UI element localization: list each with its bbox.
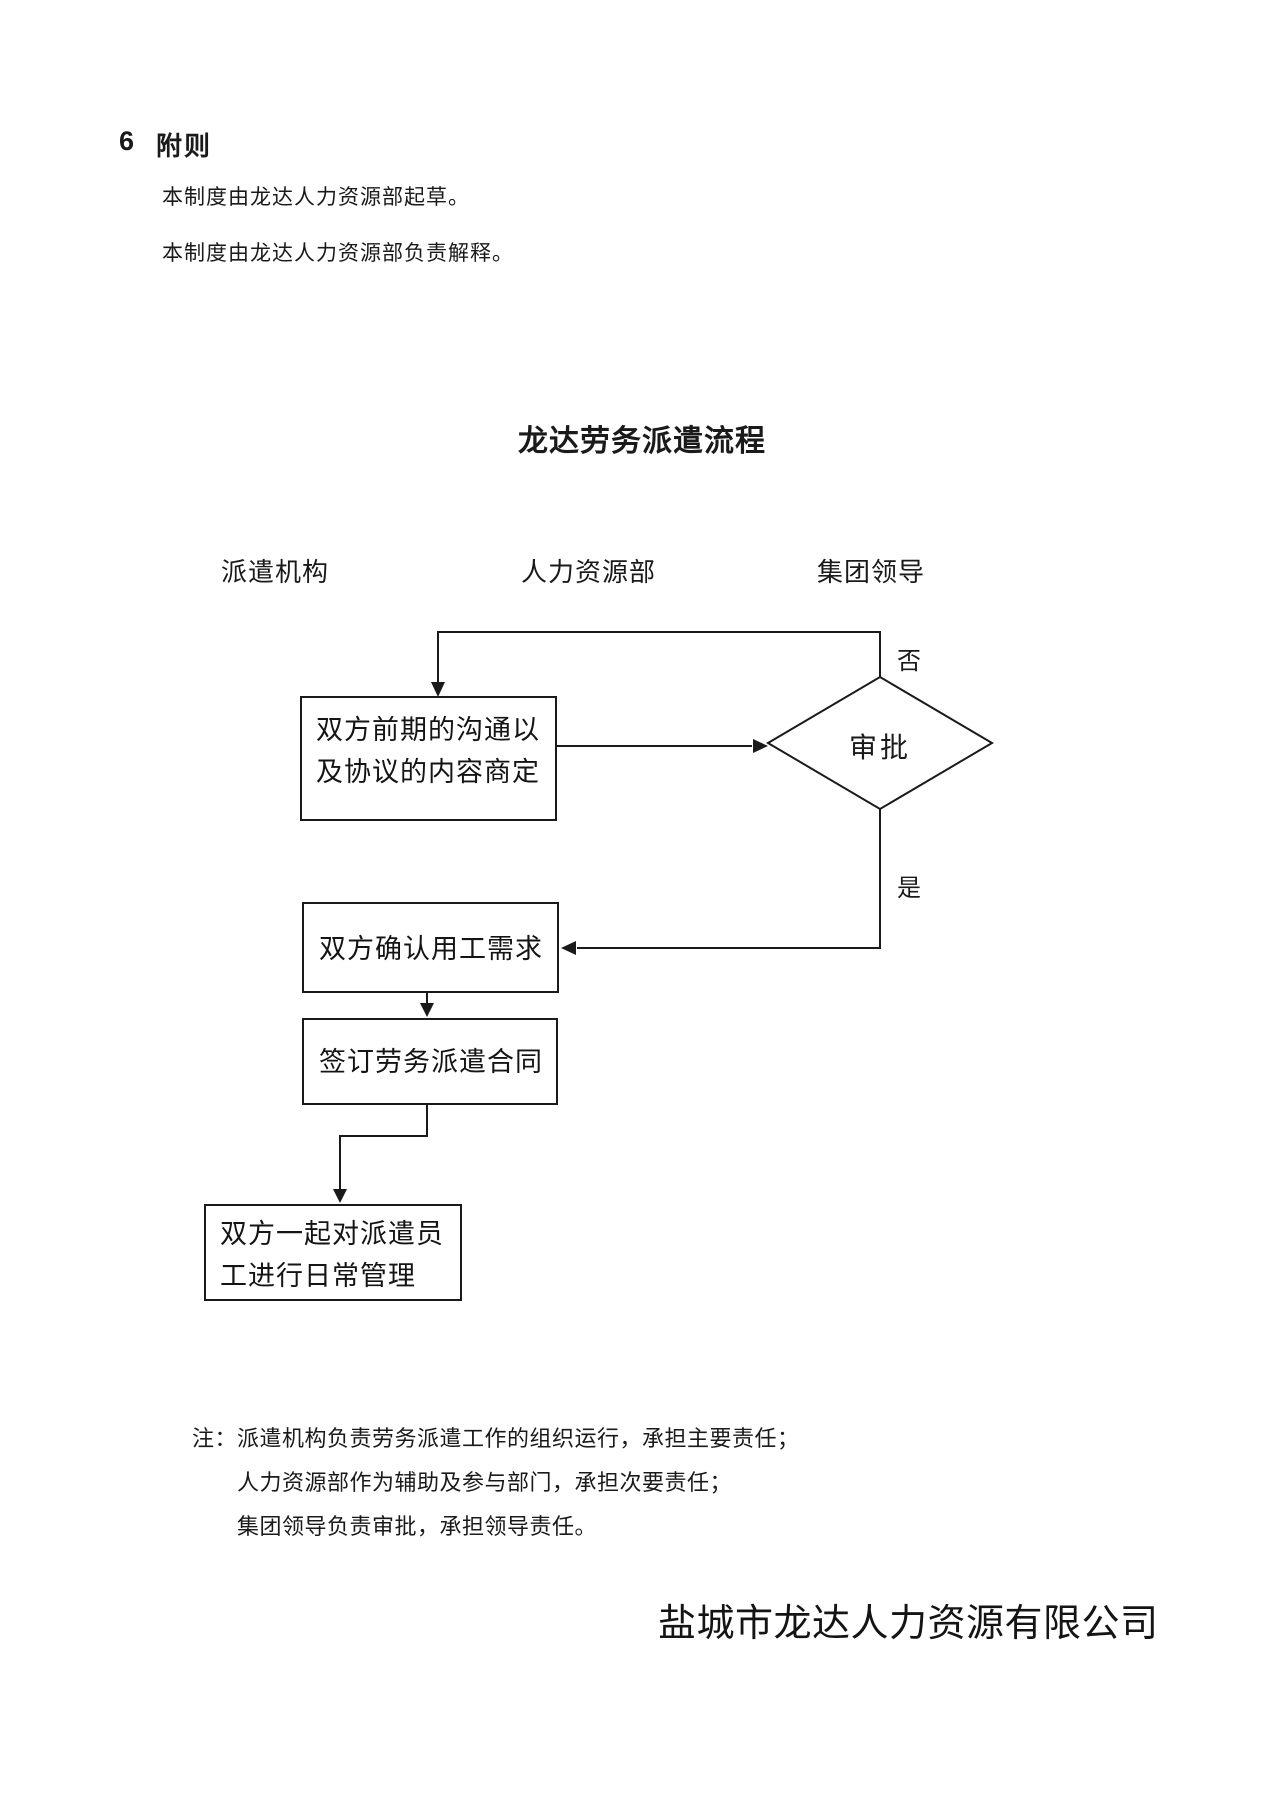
paragraph-drafted-by: 本制度由龙达人力资源部起草。: [162, 185, 470, 209]
node-daily-management: 双方一起对派遣员 工进行日常管理: [204, 1204, 462, 1301]
node-negotiation-line-2: 及协议的内容商定: [316, 757, 540, 787]
node-daily-management-line-1: 双方一起对派遣员: [220, 1219, 444, 1249]
connector-contract-to-management: [339, 1105, 428, 1190]
node-approval-label: 审批: [848, 733, 911, 764]
section-heading: 附则: [156, 131, 213, 161]
section-number: 6: [119, 126, 135, 156]
connector-yes-branch: [577, 809, 881, 949]
node-sign-contract: 签订劳务派遣合同: [302, 1018, 558, 1105]
lane-header-hr-department: 人力资源部: [521, 558, 657, 587]
node-negotiation-line-1: 双方前期的沟通以: [316, 715, 540, 745]
arrowhead-yes-branch: [561, 941, 576, 955]
note-line-2: 人力资源部作为辅助及参与部门，承担次要责任；: [237, 1470, 733, 1495]
node-negotiation: 双方前期的沟通以 及协议的内容商定: [300, 696, 557, 821]
connector-no-branch: [437, 631, 881, 683]
approval-diamond: [766, 675, 994, 811]
note-label: 注：: [192, 1426, 238, 1451]
lane-header-dispatch-agency: 派遣机构: [221, 558, 330, 587]
branch-label-yes: 是: [897, 876, 921, 902]
branch-label-no: 否: [897, 649, 921, 675]
note-line-3: 集团领导负责审批，承担领导责任。: [237, 1514, 598, 1539]
arrowhead-contract-to-management: [333, 1189, 347, 1203]
company-name: 盐城市龙达人力资源有限公司: [658, 1603, 1159, 1645]
node-confirm-demand: 双方确认用工需求: [302, 902, 559, 993]
flowchart-title: 龙达劳务派遣流程: [518, 425, 766, 458]
arrowhead-confirm-to-contract: [420, 1003, 434, 1017]
lane-header-group-leaders: 集团领导: [817, 558, 926, 587]
note-line-1: 派遣机构负责劳务派遣工作的组织运行，承担主要责任；: [237, 1426, 800, 1451]
paragraph-interpreted-by: 本制度由龙达人力资源部负责解释。: [162, 241, 514, 265]
node-daily-management-line-2: 工进行日常管理: [220, 1261, 416, 1291]
arrowhead-to-approval: [753, 739, 768, 753]
arrowhead-no-branch: [431, 682, 445, 697]
